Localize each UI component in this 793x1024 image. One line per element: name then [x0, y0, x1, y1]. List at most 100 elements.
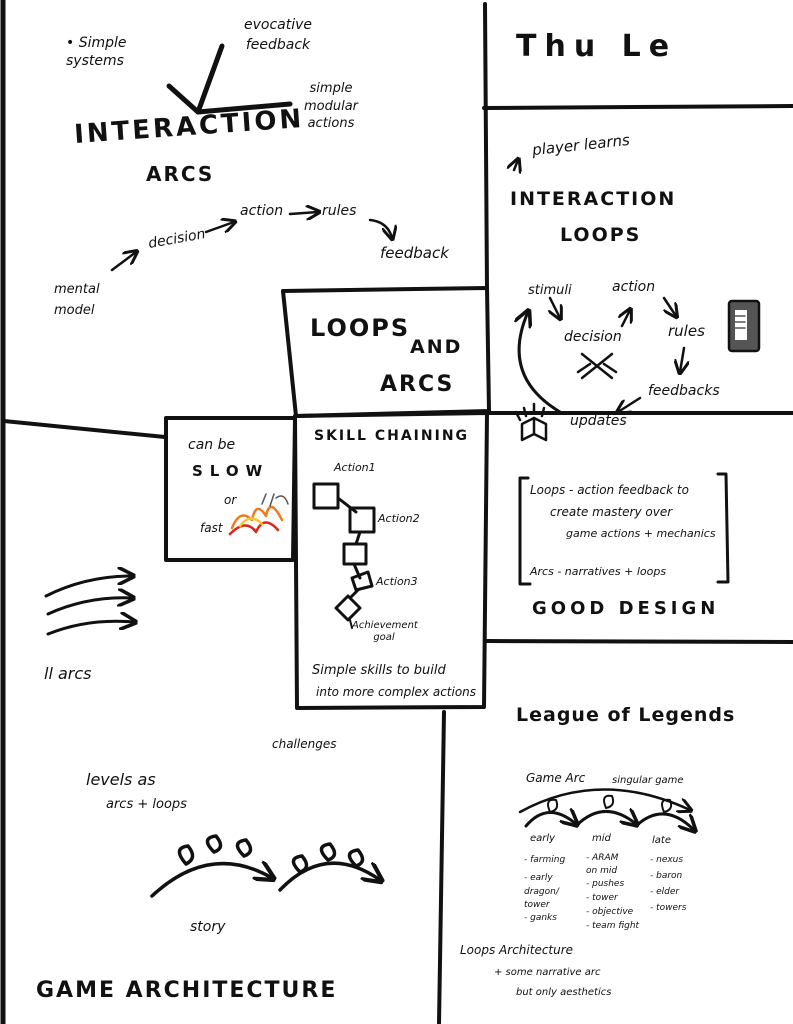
chain-node-goal [334, 594, 362, 622]
league-loops-architecture: Loops Architecture [460, 943, 574, 957]
chain-node-1 [312, 482, 340, 510]
phone-icon [727, 299, 761, 353]
league-early-item-2: - early dragon/ tower [524, 873, 559, 910]
chain-node-2 [348, 506, 376, 534]
good-design-loops-line1: Loops - action feedback to [530, 483, 689, 497]
arc-sources-arrow [166, 43, 225, 115]
league-early-item-3: - ganks [524, 913, 557, 923]
league-phase-mid: mid [592, 833, 611, 844]
loop-node-updates: updates [570, 413, 627, 429]
divider-lower-vertical [437, 710, 446, 1024]
speed-box [164, 416, 297, 562]
flow-feedback: feedback [380, 244, 449, 262]
flow-mental-model: mental model [54, 282, 100, 318]
divider-author-bottom [482, 104, 793, 110]
loop-node-decision: decision [564, 329, 622, 345]
parallel-arcs-label: ll arcs [44, 664, 92, 683]
skill-caption-line2: into more complex actions [316, 685, 477, 699]
skill-chain-diagram [312, 482, 376, 629]
league-narrative-line1: + some narrative arc [494, 967, 601, 978]
divider-right-lower [485, 639, 793, 644]
skill-action-2: Action2 [378, 512, 420, 525]
league-narrative-line2: but only aesthetics [516, 987, 612, 998]
parallel-arcs-arrows [44, 576, 134, 636]
loop-arrow-stimuli [550, 296, 560, 318]
league-phase-early: early [530, 833, 556, 844]
flow-arrow-4 [368, 218, 392, 238]
league-game-arc-label: Game Arc [526, 771, 586, 785]
chain-node-4 [350, 570, 374, 592]
simple-modular-actions-note: simple modular actions [303, 81, 359, 132]
levels-line1: levels as [86, 770, 156, 789]
league-mid-item-1: - ARAM on mid [586, 853, 619, 876]
interaction-loops-title-line2: LOOPS [560, 224, 642, 246]
loop-arrow-player-learns [514, 160, 518, 170]
skill-action-3: Action3 [376, 575, 418, 588]
speed-or: or [224, 493, 237, 507]
speed-fast: fast [200, 521, 223, 535]
flow-arrow-3 [288, 212, 318, 214]
loop-node-action: action [612, 279, 656, 295]
flow-action: action [240, 203, 284, 219]
levels-line2: arcs + loops [106, 797, 187, 812]
chain-link-4 [348, 588, 360, 600]
flow-arrow-1 [110, 252, 136, 272]
divider-right-vertical [483, 2, 489, 292]
skill-action-1: Action1 [334, 461, 376, 474]
game-architecture-title: GAME ARCHITECTURE [36, 978, 338, 1003]
chain-node-3 [342, 542, 368, 566]
league-mid-item-5: - team fight [586, 921, 640, 931]
loop-node-stimuli: stimuli [528, 283, 572, 298]
loop-node-feedbacks: feedbacks [648, 383, 720, 399]
flow-arrow-2 [204, 222, 234, 234]
chain-goal-pointer [349, 619, 353, 629]
good-design-loops-line2: create mastery over [550, 505, 673, 519]
story-label: story [190, 919, 226, 935]
speed-can-be: can be [188, 437, 236, 453]
loops-and-arcs-title-line2: AND [410, 336, 463, 358]
skill-goal: Achievement goal [352, 620, 418, 643]
story-arcs-drawing [150, 834, 380, 898]
loop-arrow-feedbacks [680, 346, 684, 372]
divider-left-middle [2, 419, 167, 439]
skill-chaining-title: SKILL CHAINING [314, 428, 470, 444]
interaction-loops-title: INTERACTION [510, 188, 677, 210]
league-mid-item-2: - pushes [586, 879, 625, 889]
loop-arrow-updates [618, 396, 642, 412]
loop-node-rules: rules [668, 322, 705, 340]
good-design-bracket-left [518, 476, 532, 586]
fire-icon [228, 493, 289, 536]
simple-systems-note: • Simple systems [66, 35, 127, 70]
league-phase-late: late [652, 835, 671, 846]
speed-slow: SLOW [192, 462, 270, 480]
league-game-arcs [518, 788, 694, 830]
book-icon [514, 402, 548, 442]
loops-and-arcs-box [281, 286, 491, 418]
author-name: Thu Le [516, 29, 678, 64]
good-design-bracket-right [716, 472, 730, 584]
chain-link-2 [354, 530, 362, 546]
loop-arrow-action [622, 310, 630, 328]
loops-and-arcs-title-line1: LOOPS [310, 314, 411, 342]
challenges-note: challenges [272, 737, 337, 751]
league-late-item-2: - baron [650, 871, 683, 881]
good-design-arcs-line: Arcs - narratives + loops [530, 565, 667, 578]
league-mid-item-4: - objective [586, 907, 634, 917]
good-design-loops-line3: game actions + mechanics [566, 527, 716, 540]
interaction-arcs-title-line2: ARCS [146, 162, 215, 186]
skill-caption-line1: Simple skills to build [312, 663, 446, 678]
loop-arrow-rules [662, 296, 676, 316]
loop-big-return-arc [519, 312, 562, 414]
league-singular-game: singular game [612, 775, 684, 786]
evocative-feedback-note: evocative feedback [243, 17, 313, 53]
league-late-item-1: - nexus [650, 855, 684, 865]
league-late-item-3: - elder [650, 887, 680, 897]
league-late-item-4: - towers [650, 903, 687, 913]
league-mid-item-3: - tower [586, 893, 618, 903]
good-design-title: GOOD DESIGN [532, 598, 720, 619]
swords-icon [576, 352, 618, 380]
loops-and-arcs-title-line3: ARCS [380, 372, 455, 397]
